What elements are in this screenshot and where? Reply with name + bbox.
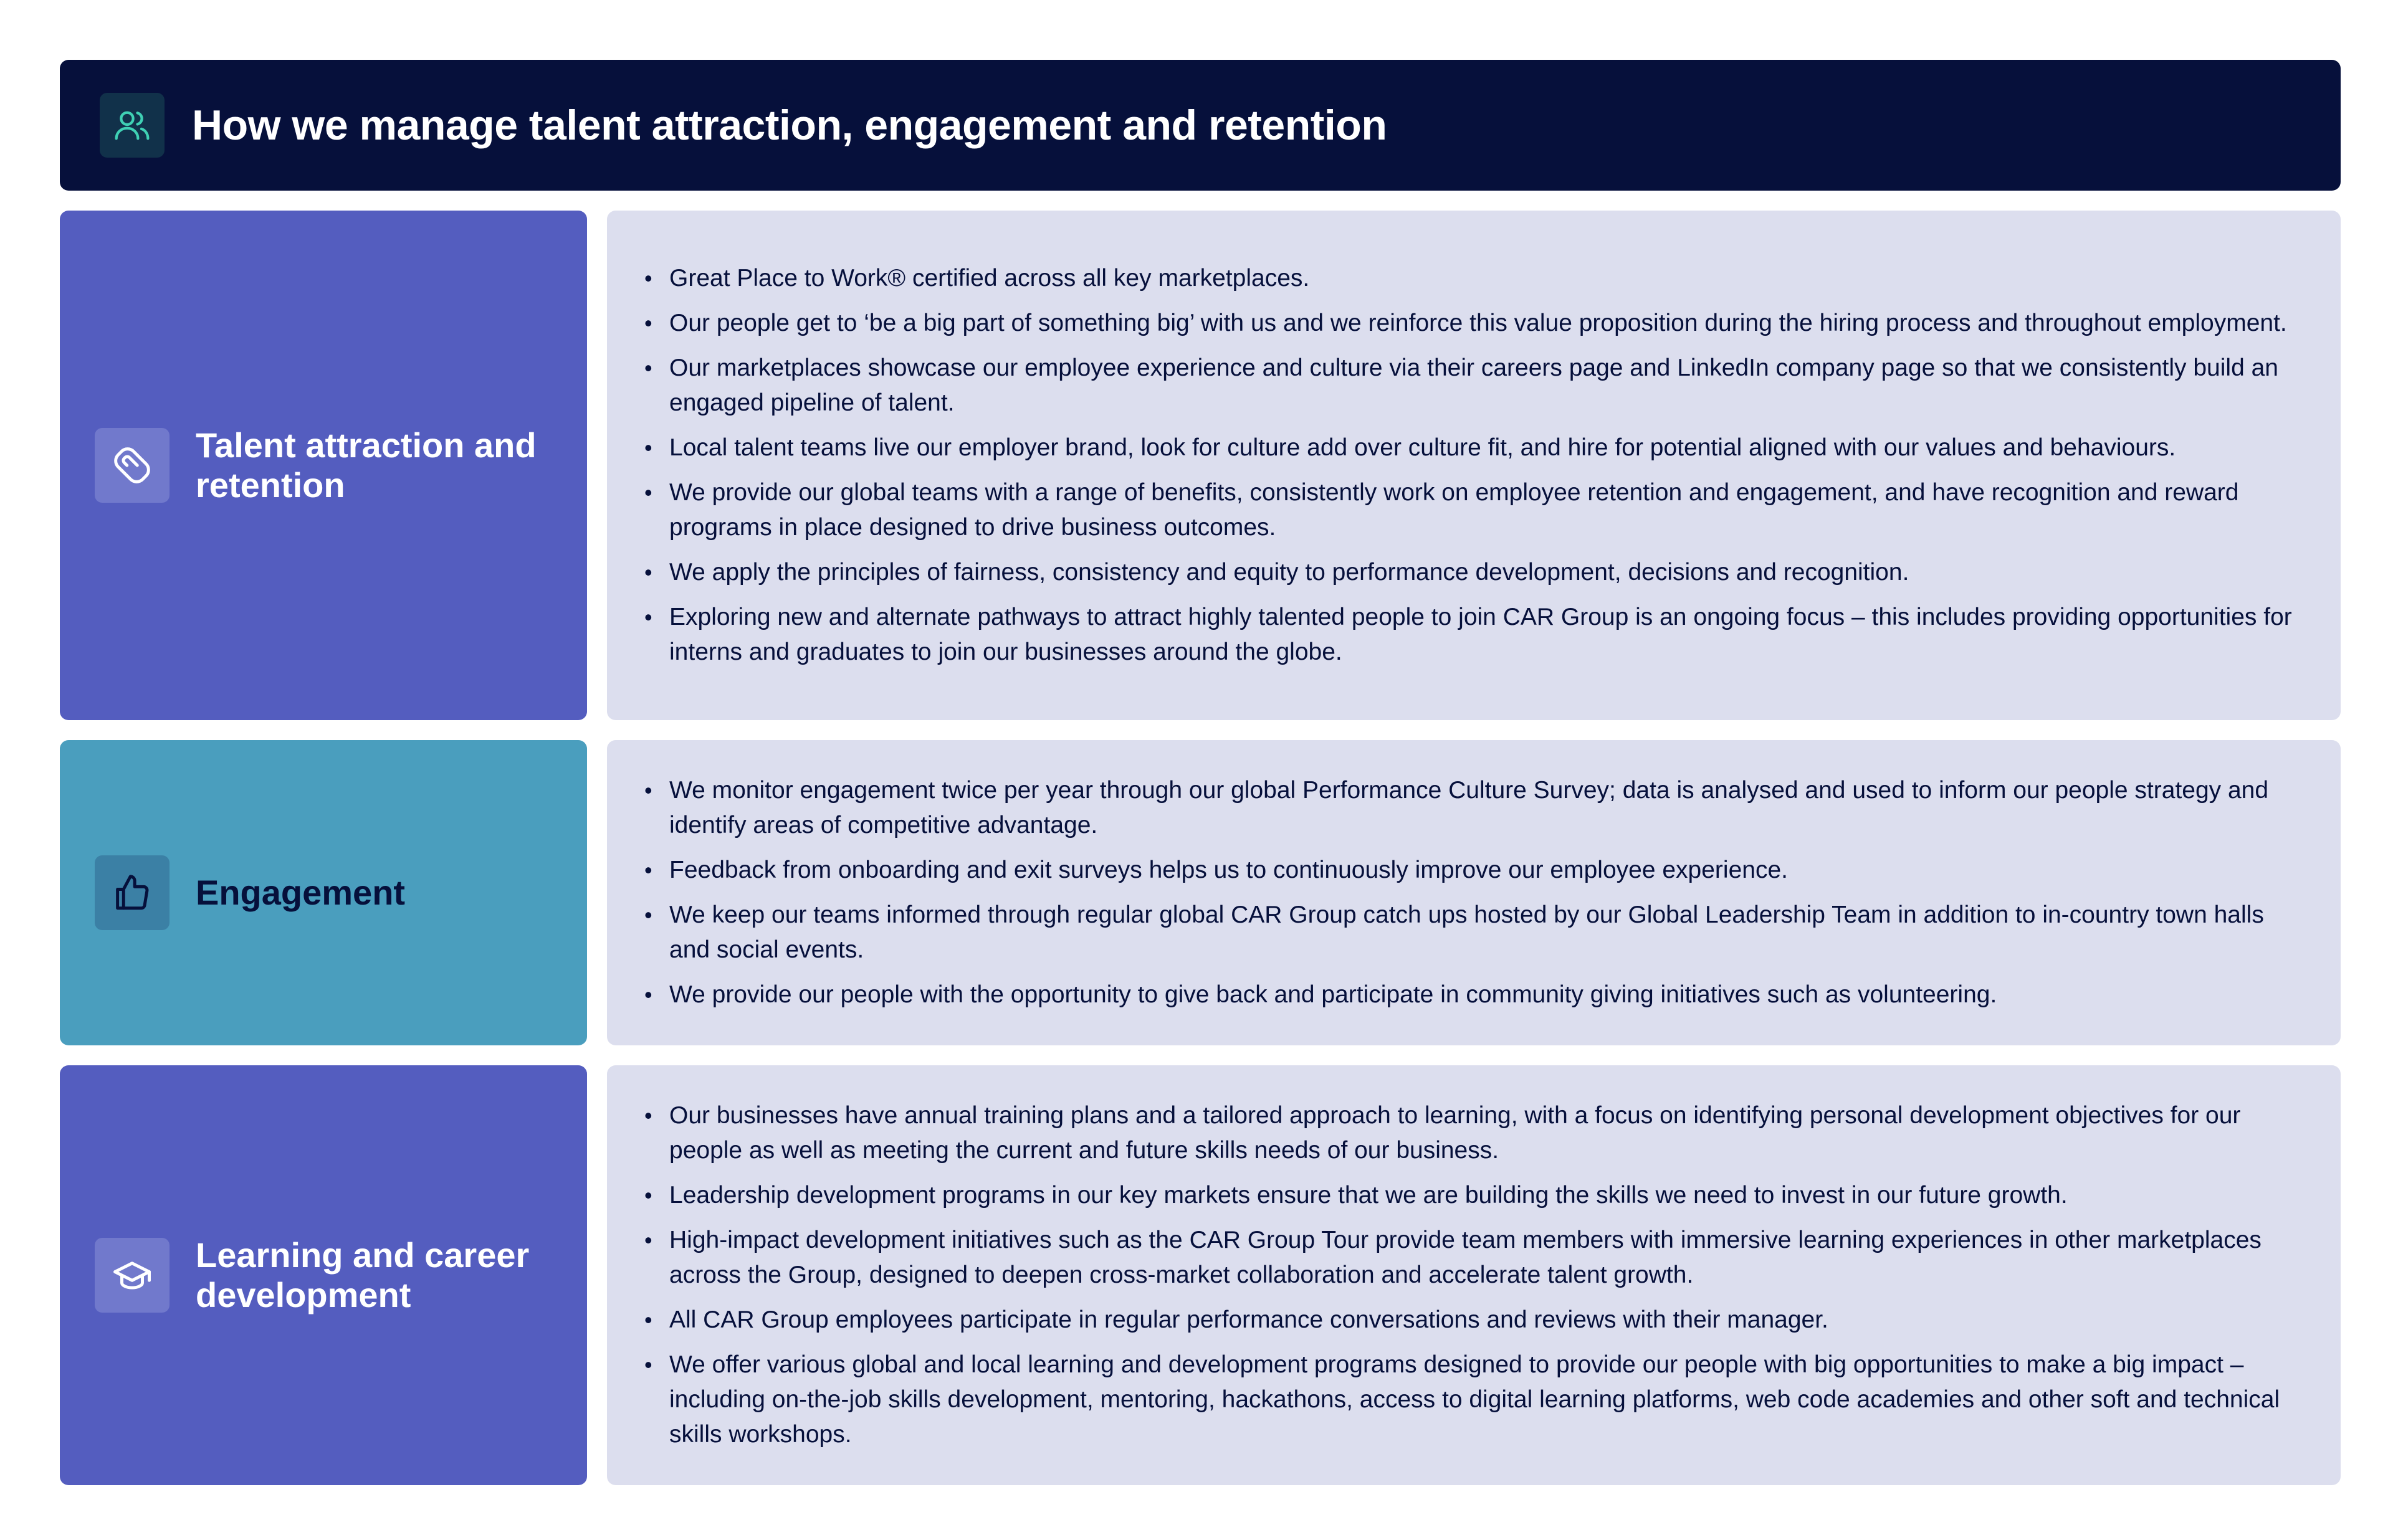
magnet-icon bbox=[95, 428, 170, 503]
section-title: Engagement bbox=[196, 873, 406, 912]
section-title: Learning and career development bbox=[196, 1235, 530, 1314]
list-item: We apply the principles of fairness, con… bbox=[644, 555, 2303, 590]
list-item: All CAR Group employees participate in r… bbox=[644, 1303, 2303, 1338]
list-item: Our people get to ‘be a big part of some… bbox=[644, 306, 2303, 341]
list-item: Our marketplaces showcase our employee e… bbox=[644, 351, 2303, 421]
page-title: How we manage talent attraction, engagem… bbox=[192, 102, 1387, 149]
list-item: We offer various global and local learni… bbox=[644, 1348, 2303, 1452]
section-content-panel: Our businesses have annual training plan… bbox=[607, 1065, 2341, 1485]
bullet-list: We monitor engagement twice per year thr… bbox=[644, 773, 2303, 1012]
section-learning-development: Learning and career development Our busi… bbox=[60, 1065, 2341, 1485]
list-item: Feedback from onboarding and exit survey… bbox=[644, 853, 2303, 888]
people-icon bbox=[100, 93, 165, 158]
section-content-panel: Great Place to Work® certified across al… bbox=[607, 211, 2341, 720]
list-item: High-impact development initiatives such… bbox=[644, 1223, 2303, 1293]
list-item: We keep our teams informed through regul… bbox=[644, 898, 2303, 967]
section-title: Talent attraction and retention bbox=[196, 425, 537, 505]
list-item: Great Place to Work® certified across al… bbox=[644, 261, 2303, 296]
list-item: We monitor engagement twice per year thr… bbox=[644, 773, 2303, 843]
section-content-panel: We monitor engagement twice per year thr… bbox=[607, 740, 2341, 1045]
list-item: We provide our global teams with a range… bbox=[644, 475, 2303, 545]
list-item: Local talent teams live our employer bra… bbox=[644, 430, 2303, 465]
bullet-list: Our businesses have annual training plan… bbox=[644, 1098, 2303, 1452]
section-label-panel: Learning and career development bbox=[60, 1065, 587, 1485]
page: How we manage talent attraction, engagem… bbox=[60, 60, 2341, 1485]
list-item: Our businesses have annual training plan… bbox=[644, 1098, 2303, 1168]
list-item: We provide our people with the opportuni… bbox=[644, 977, 2303, 1012]
section-label-panel: Talent attraction and retention bbox=[60, 211, 587, 720]
thumbs-up-icon bbox=[95, 855, 170, 930]
section-engagement: Engagement We monitor engagement twice p… bbox=[60, 740, 2341, 1045]
list-item: Leadership development programs in our k… bbox=[644, 1178, 2303, 1213]
bullet-list: Great Place to Work® certified across al… bbox=[644, 261, 2303, 670]
section-talent-attraction: Talent attraction and retention Great Pl… bbox=[60, 211, 2341, 720]
section-label-panel: Engagement bbox=[60, 740, 587, 1045]
page-header: How we manage talent attraction, engagem… bbox=[60, 60, 2341, 191]
graduation-cap-icon bbox=[95, 1238, 170, 1313]
list-item: Exploring new and alternate pathways to … bbox=[644, 600, 2303, 670]
